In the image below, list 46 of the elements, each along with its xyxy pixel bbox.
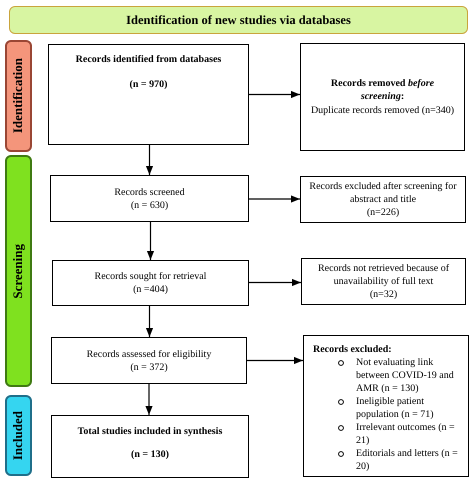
list-item: Irrelevant outcomes (n = 21) xyxy=(356,421,456,447)
box-text: Duplicate records removed (n=340) xyxy=(310,104,454,117)
arrow xyxy=(146,306,154,337)
box-text: (n=32) xyxy=(370,288,398,301)
box-heading: Records screened xyxy=(114,186,185,198)
title-banner xyxy=(9,6,468,34)
process-box xyxy=(301,258,466,305)
list-item: Editorials and letters (n = 20) xyxy=(356,447,459,473)
box-heading: Records assessed for eligibility xyxy=(86,348,212,360)
stage-label: Screening xyxy=(11,244,26,298)
list-item: Not evaluating link between COVID-19 and AMR (n = 130) xyxy=(356,356,455,395)
arrow xyxy=(145,384,153,415)
process-box xyxy=(51,337,247,384)
process-box xyxy=(52,260,249,306)
box-text: (n = 630) xyxy=(130,198,168,212)
arrow xyxy=(249,90,300,98)
arrow xyxy=(249,278,301,286)
process-box xyxy=(50,175,249,222)
arrow xyxy=(146,222,154,260)
box-heading: Total studies included in synthesis xyxy=(78,425,222,438)
arrow xyxy=(249,195,300,203)
process-box xyxy=(303,335,469,477)
process-box xyxy=(300,176,466,223)
box-text: (n =404) xyxy=(133,283,168,296)
arrow xyxy=(146,145,154,175)
box-heading: Records identified from databases xyxy=(76,53,222,66)
list-item: Ineligible patient population (n = 71) xyxy=(356,395,435,421)
stage-label: Identification xyxy=(11,58,26,134)
stage-band xyxy=(5,155,32,387)
arrow xyxy=(247,356,303,364)
box-text: (n = 130) xyxy=(131,448,169,461)
box-text: (n = 970) xyxy=(130,78,168,91)
box-text: (n=226) xyxy=(366,206,400,219)
box-text: (n = 372) xyxy=(130,360,168,374)
box-heading: Records excluded after screening for abstract and title xyxy=(308,180,458,206)
box-heading: Records removed before screening: xyxy=(330,77,436,103)
process-box xyxy=(48,44,249,145)
banner-title: Identification of new studies via databases xyxy=(126,12,351,28)
stage-band xyxy=(5,395,32,476)
stage-band xyxy=(5,40,32,152)
box-heading: Records sought for retrieval xyxy=(94,270,206,283)
stage-label: Included xyxy=(11,410,26,460)
process-box xyxy=(51,415,249,478)
process-box xyxy=(300,43,465,151)
box-heading: Records not retrieved because of unavailability of full text xyxy=(316,262,450,288)
list-heading: Records excluded: xyxy=(313,343,392,356)
